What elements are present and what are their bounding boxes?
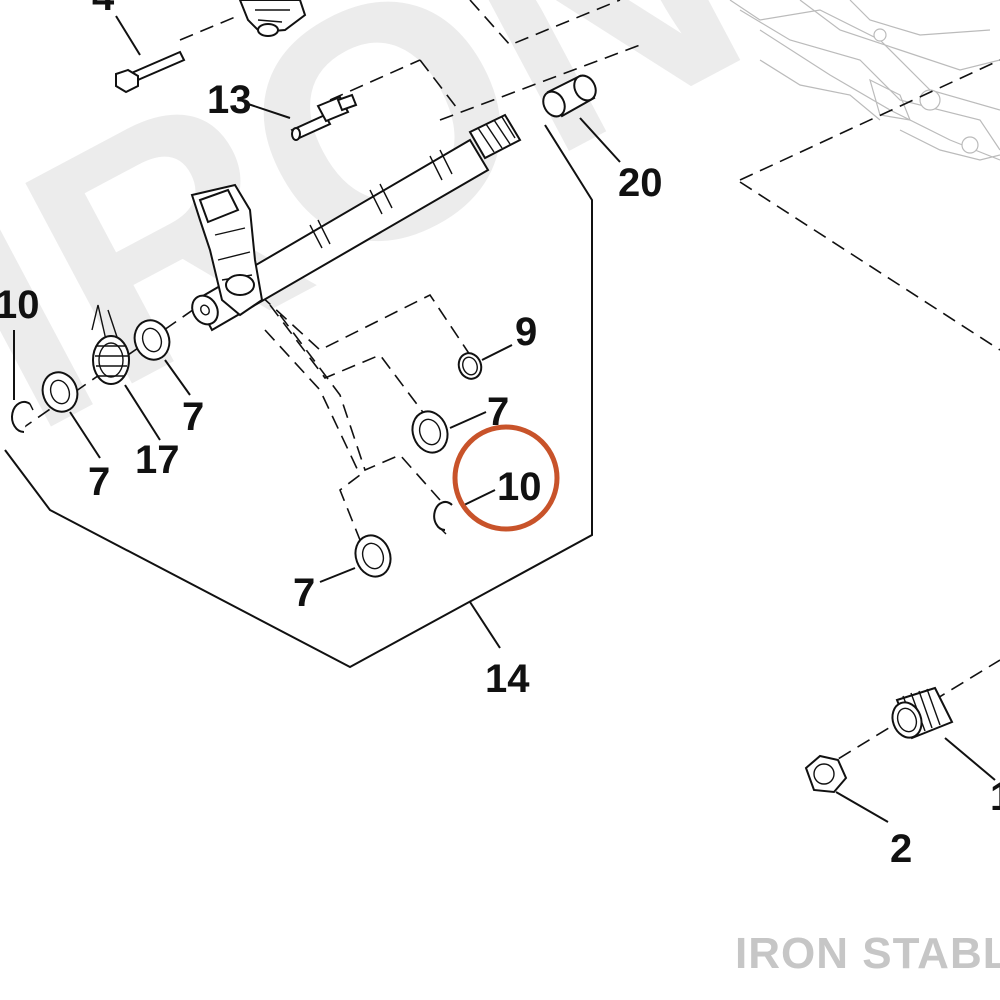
ring-9	[457, 344, 513, 380]
callout-10-left: 10	[0, 283, 40, 327]
callout-7-a: 7	[182, 395, 204, 439]
callout-10-highlighted: 10	[497, 465, 542, 509]
callout-1-right: 1	[990, 775, 1000, 819]
bushing-part	[542, 74, 621, 163]
callout-14: 14	[485, 657, 530, 701]
bolt-part	[115, 15, 186, 94]
brand-watermark: IRON STABLE	[735, 929, 1000, 978]
callout-13: 13	[207, 78, 252, 122]
callout-2: 2	[890, 827, 912, 871]
highlight-circle	[452, 424, 560, 532]
stud-pin-part	[244, 93, 358, 141]
washer-left-outer	[41, 371, 101, 459]
assembly-14-bracket	[4, 124, 593, 669]
callout-4: 4	[92, 0, 115, 19]
washer-center	[411, 410, 487, 454]
washer-left-inner	[133, 319, 191, 396]
callout-7-b: 7	[88, 460, 110, 504]
assembly-centerlines	[19, 0, 1000, 771]
callout-7-bottom: 7	[293, 571, 315, 615]
callout-17: 17	[135, 438, 180, 482]
callout-9: 9	[515, 310, 537, 354]
retaining-ring-center	[433, 489, 496, 535]
callout-20: 20	[618, 161, 663, 205]
retaining-ring-left	[11, 330, 34, 433]
return-spring-part	[91, 304, 161, 441]
washer-bottom	[319, 534, 392, 583]
callout-labels: 4 13 20 10 9 7 10 7 7 17 7 14 2 1	[0, 0, 1000, 871]
nut-part	[804, 754, 889, 823]
gear-part	[891, 686, 996, 781]
callout-7-center: 7	[487, 390, 509, 434]
shift-shaft-part	[190, 113, 522, 332]
shifter-fragment-top	[238, 0, 307, 37]
